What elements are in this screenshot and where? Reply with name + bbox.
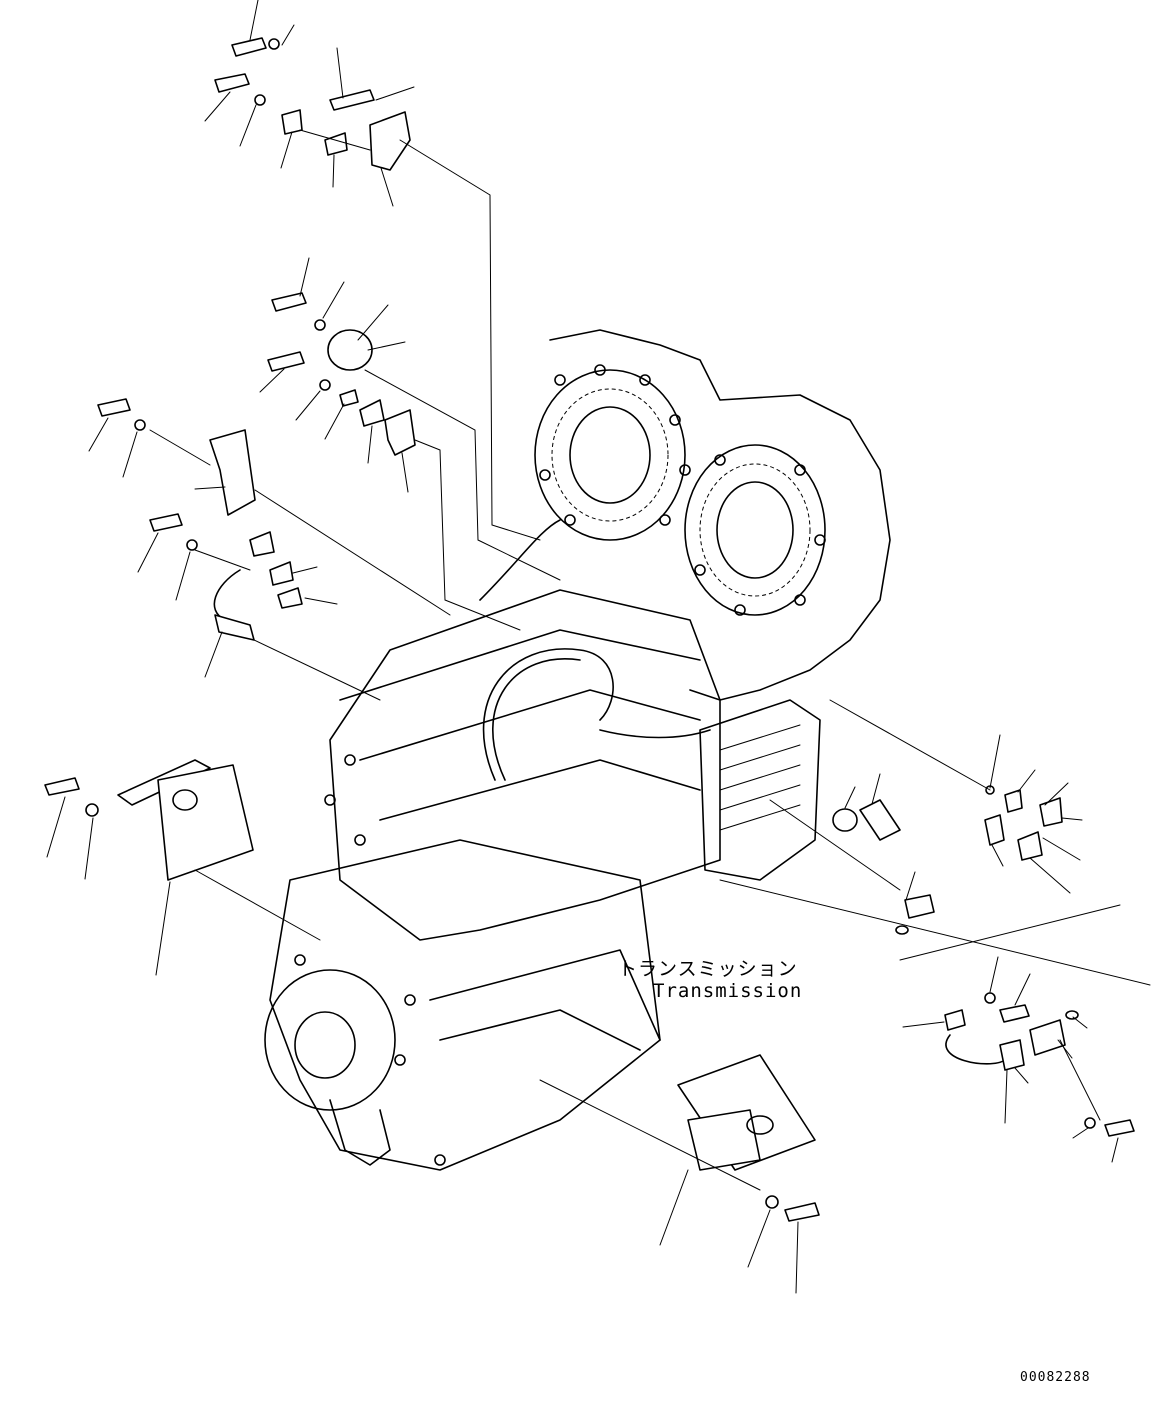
upper-sensor-bracket-group — [204, 0, 541, 541]
component-label-english: Transmission — [653, 980, 803, 1002]
housing-bolts — [294, 364, 826, 1166]
lower-mount-bracket — [539, 1054, 820, 1294]
left-bracket-group — [88, 398, 451, 701]
drawing-number: 00082288 — [1020, 1370, 1091, 1385]
component-label-japanese: トランスミッション — [618, 958, 798, 980]
left-mount-bracket — [44, 759, 321, 976]
middle-clamp-group — [259, 257, 561, 631]
right-sensor-group — [719, 699, 1151, 986]
lower-right-sensor-group — [902, 956, 1135, 1163]
transmission-body — [264, 329, 891, 1171]
